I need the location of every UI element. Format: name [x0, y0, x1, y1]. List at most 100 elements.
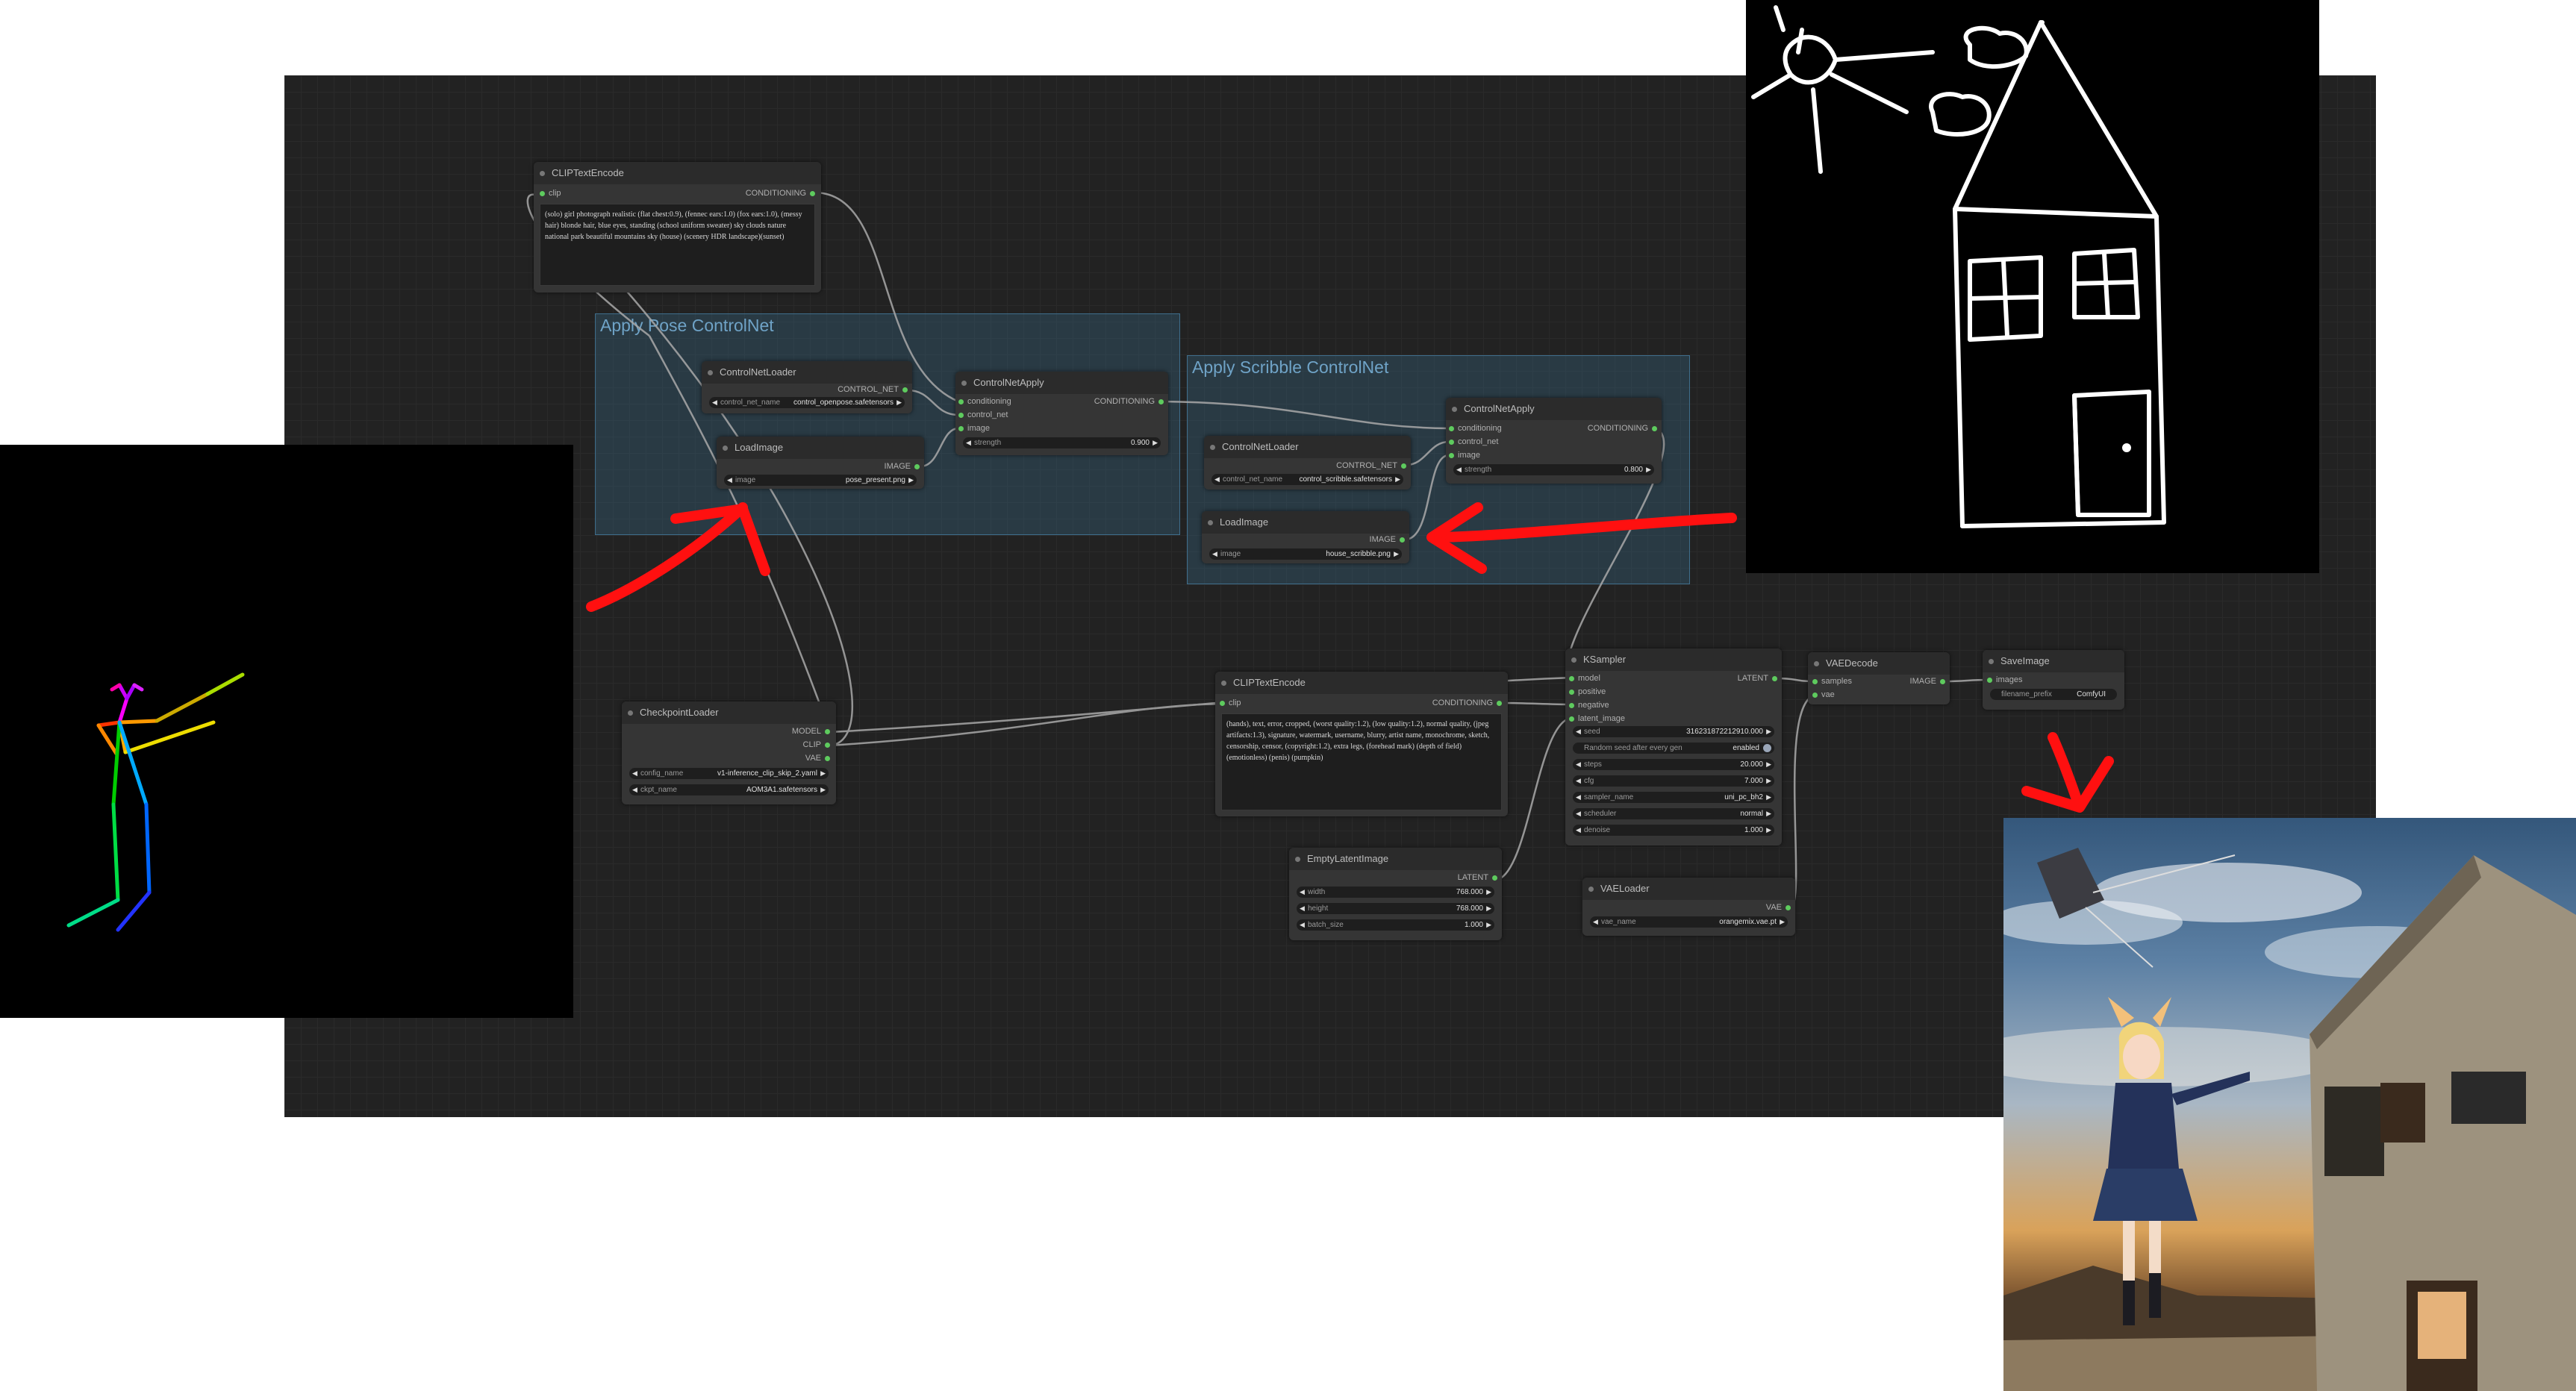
- node-vae-decode[interactable]: VAEDecode samples vae IMAGE: [1808, 652, 1950, 704]
- output-image[interactable]: IMAGE: [885, 462, 920, 471]
- collapse-dot[interactable]: [1814, 661, 1819, 666]
- input-pin[interactable]: [540, 191, 545, 196]
- arrow-left-icon[interactable]: ◀: [1456, 466, 1462, 473]
- node-title-bar[interactable]: SaveImage: [1983, 650, 2124, 672]
- collapse-dot[interactable]: [628, 710, 633, 716]
- collapse-dot[interactable]: [1588, 887, 1594, 892]
- toggle-knob-icon[interactable]: [1763, 744, 1771, 752]
- arrow-right-icon[interactable]: ▶: [820, 786, 826, 793]
- output-pin[interactable]: [1652, 426, 1657, 431]
- input-vae[interactable]: vae: [1812, 690, 1835, 699]
- collapse-dot[interactable]: [1989, 659, 1994, 664]
- node-title-bar[interactable]: ControlNetLoader: [702, 361, 912, 384]
- node-title-bar[interactable]: VAEDecode: [1808, 652, 1950, 675]
- output-pin[interactable]: [825, 756, 830, 761]
- output-vae[interactable]: VAE: [805, 754, 830, 763]
- arrow-left-icon[interactable]: ◀: [1576, 760, 1581, 768]
- node-title-bar[interactable]: ControlNetLoader: [1204, 436, 1411, 458]
- prompt-textarea[interactable]: (solo) girl photograph realistic (flat c…: [540, 204, 815, 286]
- node-controlnet-loader-pose[interactable]: ControlNetLoader CONTROL_NET ◀control_ne…: [702, 361, 912, 413]
- output-pin[interactable]: [1492, 875, 1497, 881]
- node-title-bar[interactable]: EmptyLatentImage: [1289, 848, 1502, 870]
- input-pin[interactable]: [1449, 453, 1454, 458]
- node-title-bar[interactable]: CLIPTextEncode: [1215, 672, 1508, 694]
- arrow-left-icon[interactable]: ◀: [1576, 777, 1581, 784]
- input-image[interactable]: image: [958, 424, 990, 433]
- arrow-right-icon[interactable]: ▶: [1766, 760, 1771, 768]
- arrow-right-icon[interactable]: ▶: [1766, 728, 1771, 735]
- input-pin[interactable]: [1220, 701, 1225, 706]
- input-pin[interactable]: [1449, 426, 1454, 431]
- arrow-left-icon[interactable]: ◀: [1576, 810, 1581, 817]
- arrow-right-icon[interactable]: ▶: [820, 769, 826, 777]
- output-latent[interactable]: LATENT: [1458, 873, 1497, 882]
- output-pin[interactable]: [1772, 676, 1777, 681]
- output-conditioning[interactable]: CONDITIONING: [1094, 397, 1164, 406]
- arrow-left-icon[interactable]: ◀: [1214, 475, 1220, 483]
- output-pin[interactable]: [1400, 537, 1405, 543]
- output-pin[interactable]: [1497, 701, 1502, 706]
- output-latent[interactable]: LATENT: [1738, 674, 1777, 683]
- node-title-bar[interactable]: VAELoader: [1582, 878, 1795, 900]
- arrow-left-icon[interactable]: ◀: [1300, 921, 1305, 928]
- input-pin[interactable]: [958, 413, 964, 418]
- input-pin[interactable]: [1569, 716, 1574, 722]
- arrow-left-icon[interactable]: ◀: [1576, 793, 1581, 801]
- node-title-bar[interactable]: LoadImage: [717, 437, 924, 459]
- input-pin[interactable]: [1987, 678, 1992, 683]
- output-pin[interactable]: [825, 729, 830, 734]
- output-control-net[interactable]: CONTROL_NET: [838, 385, 908, 394]
- output-model[interactable]: MODEL: [792, 727, 830, 736]
- output-pin[interactable]: [1940, 679, 1945, 684]
- input-clip[interactable]: clip: [540, 189, 561, 198]
- input-pin[interactable]: [958, 426, 964, 431]
- node-clip-text-encode-negative[interactable]: CLIPTextEncode clip CONDITIONING (hands)…: [1215, 672, 1508, 816]
- output-image[interactable]: IMAGE: [1370, 535, 1405, 544]
- node-title-bar[interactable]: CheckpointLoader: [622, 701, 836, 724]
- input-conditioning[interactable]: conditioning: [958, 397, 1011, 406]
- input-images[interactable]: images: [1987, 675, 2022, 684]
- output-clip[interactable]: CLIP: [803, 740, 830, 749]
- input-pin[interactable]: [1569, 703, 1574, 708]
- output-image[interactable]: IMAGE: [1910, 677, 1945, 686]
- output-pin[interactable]: [825, 743, 830, 748]
- input-pin[interactable]: [1449, 440, 1454, 445]
- collapse-dot[interactable]: [1221, 681, 1226, 686]
- arrow-right-icon[interactable]: ▶: [1486, 921, 1491, 928]
- arrow-right-icon[interactable]: ▶: [1780, 918, 1785, 925]
- collapse-dot[interactable]: [1295, 857, 1300, 862]
- node-title-bar[interactable]: ControlNetApply: [1446, 398, 1662, 420]
- output-pin[interactable]: [1401, 463, 1406, 469]
- output-pin[interactable]: [902, 387, 908, 393]
- output-conditioning[interactable]: CONDITIONING: [1432, 698, 1502, 707]
- input-pin[interactable]: [1812, 679, 1818, 684]
- arrow-left-icon[interactable]: ◀: [1576, 728, 1581, 735]
- arrow-left-icon[interactable]: ◀: [1212, 550, 1217, 557]
- output-conditioning[interactable]: CONDITIONING: [1588, 424, 1657, 433]
- node-title-bar[interactable]: KSampler: [1565, 648, 1782, 671]
- collapse-dot[interactable]: [1452, 407, 1457, 412]
- arrow-left-icon[interactable]: ◀: [966, 439, 971, 446]
- output-conditioning[interactable]: CONDITIONING: [746, 189, 815, 198]
- input-positive[interactable]: positive: [1569, 687, 1606, 696]
- arrow-left-icon[interactable]: ◀: [1300, 888, 1305, 895]
- arrow-right-icon[interactable]: ▶: [1394, 550, 1399, 557]
- input-pin[interactable]: [1569, 676, 1574, 681]
- input-samples[interactable]: samples: [1812, 677, 1852, 686]
